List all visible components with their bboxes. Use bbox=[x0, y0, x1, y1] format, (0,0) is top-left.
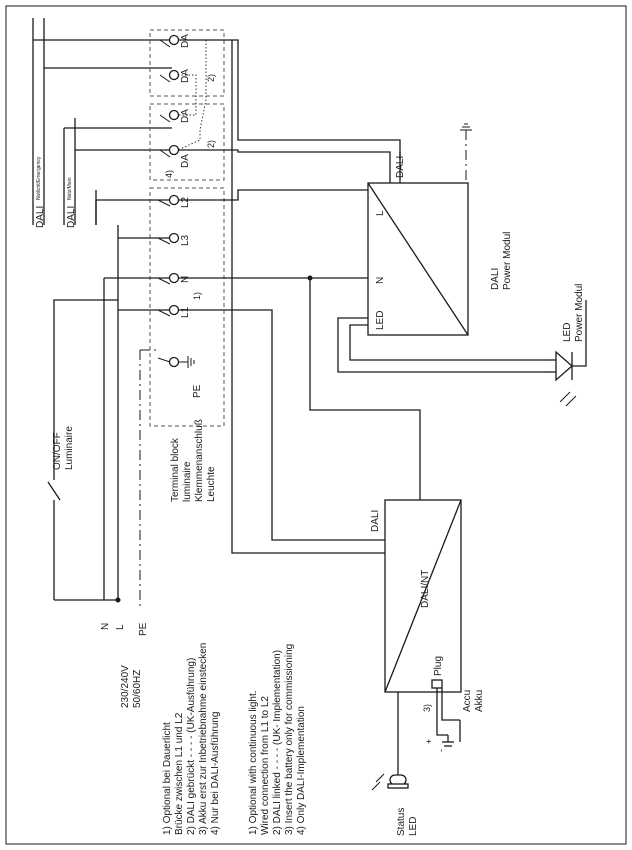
dali-main-sub: Netz/Main bbox=[67, 177, 73, 200]
da-terminals bbox=[159, 34, 180, 158]
terminal-pe: PE bbox=[192, 384, 203, 398]
terminal-block-caption-3: Klemmenanschluß bbox=[194, 419, 205, 502]
power-modul-in-l: L bbox=[375, 210, 386, 216]
note-2-b: 2) bbox=[206, 140, 216, 148]
terminal-block-caption-2: luminaire bbox=[182, 461, 193, 502]
supply-voltage: 230/240V bbox=[120, 665, 131, 708]
note-de-1: 1) Optional bei Dauerlicht bbox=[162, 722, 173, 835]
dali-bus-lines bbox=[32, 18, 172, 225]
power-modul-name: Power Modul bbox=[502, 232, 513, 290]
terminal-da-3: DA bbox=[180, 109, 191, 123]
terminal-da-1: DA bbox=[180, 34, 191, 48]
status-led-label-2: LED bbox=[408, 817, 419, 836]
note-4: 4) bbox=[164, 170, 174, 178]
note-de-5: 4) Nur bei DALI-Ausführung bbox=[210, 712, 221, 835]
dali-int-unit bbox=[231, 40, 462, 775]
terminal-da-2: DA bbox=[180, 69, 191, 83]
led-power-modul-diode bbox=[545, 300, 587, 407]
power-modul-dali: DALI bbox=[490, 268, 501, 290]
note-en-2: Wired connection from L1 to L2 bbox=[260, 696, 271, 835]
battery-plus: + bbox=[424, 739, 434, 744]
dali-power-modul bbox=[337, 123, 545, 373]
dali-int-in: DALI bbox=[370, 510, 381, 532]
note-de-2: Brücke zwischen L1 und L2 bbox=[174, 712, 185, 835]
mains-pe: PE bbox=[138, 622, 149, 636]
battery-minus: - bbox=[436, 749, 446, 752]
note-2-a: 2) bbox=[206, 74, 216, 82]
note-en-5: 4) Only DALI-Implementation bbox=[296, 706, 307, 835]
uk-bridge-dotted-2 bbox=[178, 74, 197, 116]
note-en-1: 1) Optional with continuous light. bbox=[248, 690, 259, 835]
uk-bridge-dotted bbox=[177, 39, 207, 151]
power-modul-in-n: N bbox=[375, 277, 386, 284]
terminal-block-dali-main-box bbox=[149, 103, 225, 181]
pe-terminal bbox=[157, 356, 195, 368]
dali-main-label: DALI bbox=[66, 206, 77, 228]
terminal-block-dali-emergency-box bbox=[149, 29, 225, 97]
onoff-label-2: Luminaire bbox=[64, 426, 75, 470]
mains-wiring bbox=[47, 190, 158, 608]
onoff-label-1: ON/OFF bbox=[52, 432, 63, 470]
note-de-3: 2) DALI gebrückt - - - - (UK-Ausführung) bbox=[186, 658, 197, 835]
note-de-4: 3) Akku erst zur Inbetriebnahme einsteck… bbox=[198, 643, 209, 835]
note-en-3: 2) DALI linked - - - - (UK- Implementati… bbox=[272, 650, 283, 835]
power-terminals bbox=[157, 194, 180, 317]
terminal-block-caption-1: Terminal block bbox=[170, 437, 181, 502]
terminal-block-power-box bbox=[149, 187, 225, 427]
status-led-icon bbox=[371, 773, 409, 791]
accu-battery bbox=[442, 720, 461, 747]
supply-frequency: 50/60HZ bbox=[132, 670, 143, 708]
plug-label: Plug bbox=[433, 656, 444, 676]
accu-label: Accu bbox=[462, 690, 473, 712]
terminal-da-4: DA bbox=[180, 154, 191, 168]
status-led-label-1: Status bbox=[396, 808, 407, 836]
led-pm-label-2: Power Modul bbox=[574, 284, 585, 342]
terminal-l3: L3 bbox=[180, 234, 191, 246]
diagram-frame bbox=[5, 5, 627, 845]
terminal-block-caption-4: Leuchte bbox=[206, 466, 217, 502]
terminal-l2: L2 bbox=[180, 196, 191, 208]
dali-emergency-label: DALI bbox=[35, 206, 46, 228]
dali-emergency-sub: Notlicht/Emergency bbox=[36, 156, 42, 200]
terminal-n: N bbox=[180, 276, 191, 283]
note-1: 1) bbox=[192, 292, 202, 300]
terminal-l1: L1 bbox=[180, 306, 191, 318]
notes-german: 1) Optional bei Dauerlicht Brücke zwisch… bbox=[162, 643, 221, 835]
led-pm-label-1: LED bbox=[562, 323, 573, 342]
mains-l: L bbox=[115, 624, 126, 630]
mains-n: N bbox=[100, 623, 111, 630]
note-3: 3) bbox=[422, 704, 432, 712]
power-modul-in-dali: DALI bbox=[395, 156, 406, 178]
notes-english: 1) Optional with continuous light. Wired… bbox=[248, 644, 307, 835]
power-modul-in-led: LED bbox=[375, 311, 386, 330]
note-en-4: 3) Insert the battery only for commissio… bbox=[284, 644, 295, 835]
akku-label: Akku bbox=[474, 690, 485, 712]
dali-int-label: DALI/NT bbox=[420, 570, 431, 608]
